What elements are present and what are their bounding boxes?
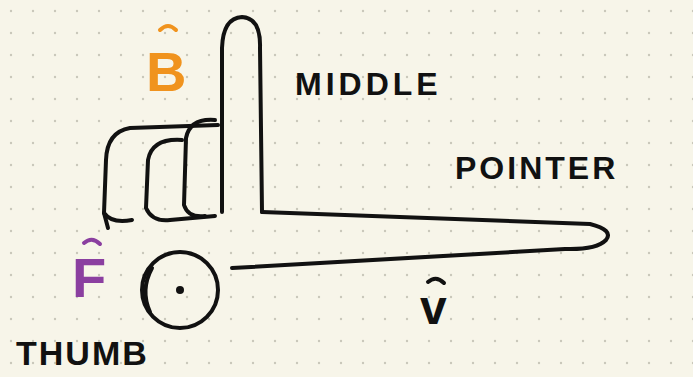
field-label: B: [146, 44, 186, 100]
velocity-label: v: [420, 284, 447, 332]
vector-hat: [84, 240, 100, 244]
vector-hat: [428, 279, 444, 283]
thumb-tip: [145, 268, 152, 312]
velocity-label-holder: v: [420, 284, 447, 332]
middle-finger: [222, 17, 262, 212]
vector-hat: [160, 26, 176, 30]
finger-label-holder: MIDDLE: [295, 68, 442, 100]
pointer-finger: [232, 212, 608, 268]
finger-label: POINTER: [455, 152, 618, 184]
thumb-tip: [142, 252, 218, 328]
curled-finger: [104, 125, 218, 221]
hand-edge: [104, 213, 108, 228]
curled-finger: [184, 120, 215, 216]
force-label: F: [72, 250, 106, 306]
finger-label: THUMB: [16, 336, 149, 370]
curled-finger: [146, 140, 215, 220]
out-of-page-dot: [176, 286, 184, 294]
finger-label: MIDDLE: [295, 68, 442, 100]
force-label-holder: F: [72, 250, 106, 306]
finger-label-holder: THUMB: [16, 336, 149, 370]
field-label-holder: B: [146, 44, 186, 100]
finger-label-holder: POINTER: [455, 152, 618, 184]
